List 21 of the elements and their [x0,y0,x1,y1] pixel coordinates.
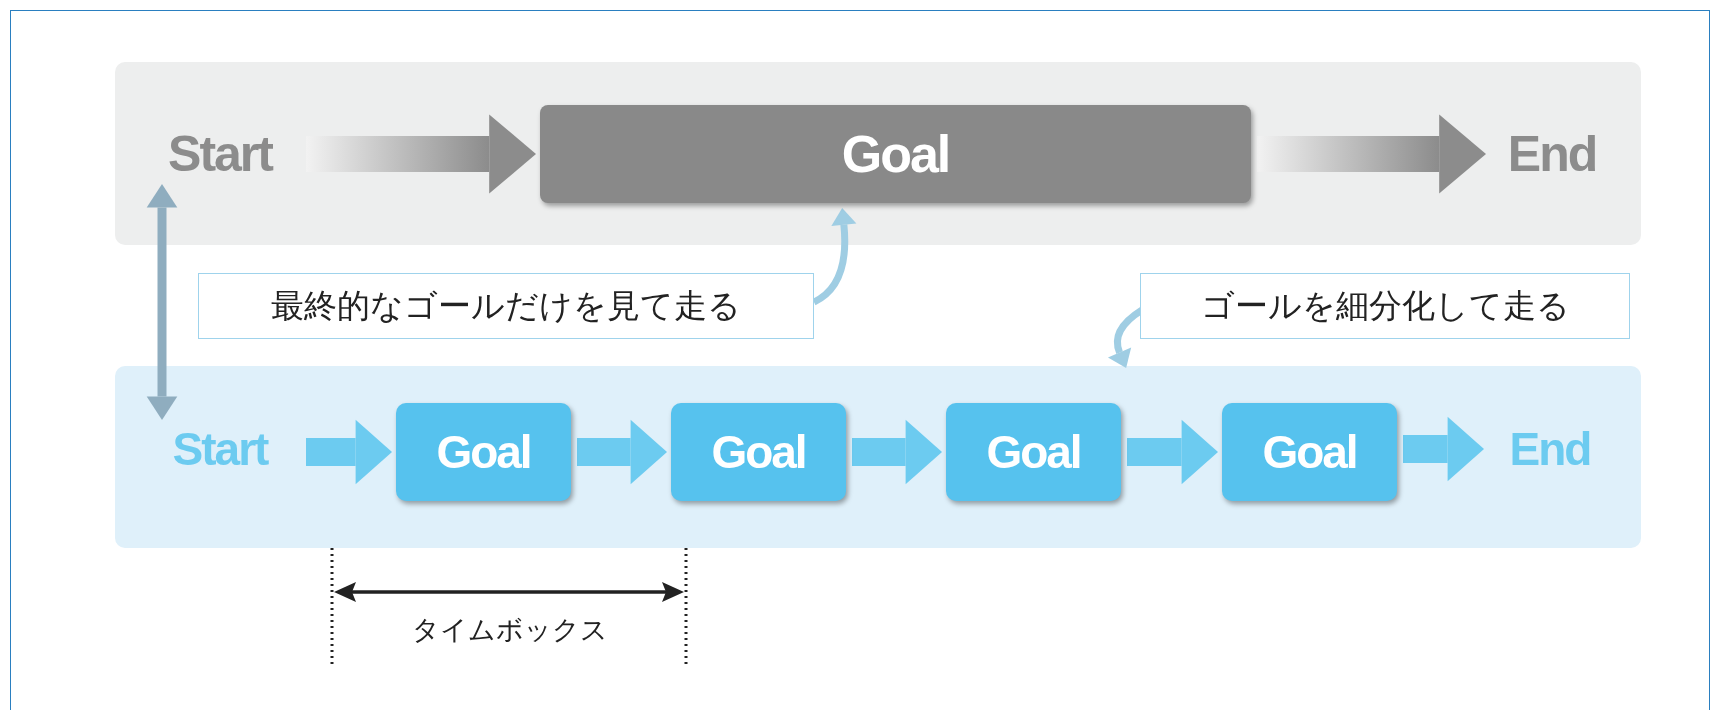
goal-box: Goal [1222,403,1397,501]
arrow [1403,416,1484,482]
band-background [115,366,1641,548]
arrow [852,419,942,485]
arrow [306,419,392,485]
callout-box: ゴールを細分化して走る [1140,273,1630,339]
step-label: Start [140,128,300,180]
dimension-label: タイムボックス [411,613,609,647]
step-label: Start [140,424,300,474]
band-background [115,62,1641,245]
step-label: End [1490,128,1614,180]
goal-box: Goal [946,403,1121,501]
goal-box: Goal [540,105,1251,203]
arrow [577,419,667,485]
step-label: End [1488,424,1612,474]
arrow [1127,419,1218,485]
goal-box: Goal [396,403,571,501]
arrow [146,184,178,420]
arrow [812,208,857,306]
callout-box: 最終的なゴールだけを見て走る [198,273,814,339]
goal-box: Goal [671,403,846,501]
